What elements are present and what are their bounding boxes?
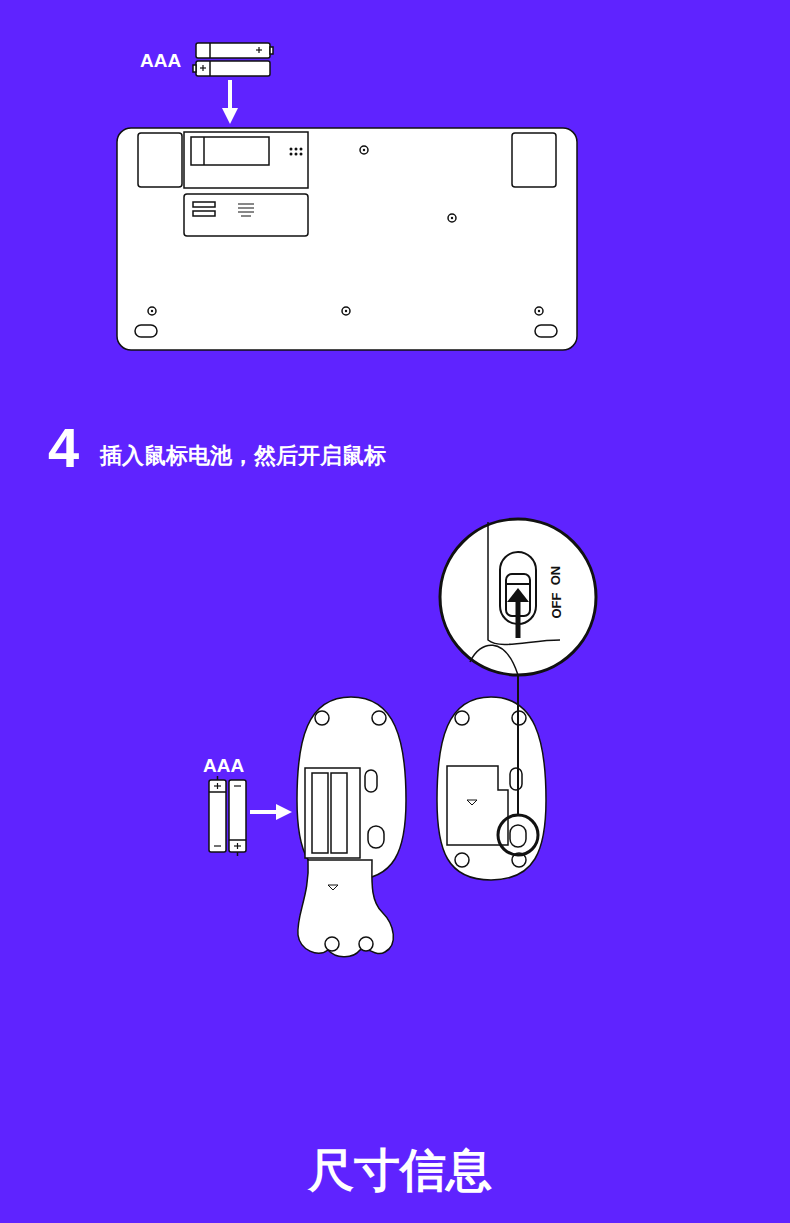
keyboard-batteries (193, 43, 273, 76)
step-instruction: 插入鼠标电池，然后开启鼠标 (100, 445, 386, 467)
zoom-leader (517, 675, 519, 815)
battery-type: AAA (140, 51, 181, 70)
insert-arrow (250, 810, 284, 814)
mouse-batteries (209, 776, 246, 856)
mouse-open (297, 697, 406, 957)
mouse-closed (437, 697, 546, 880)
insert-arrow (228, 80, 232, 116)
switch-label: ON (550, 565, 563, 585)
step-number: 4 (48, 420, 79, 476)
switch-zoom (440, 519, 596, 675)
section-heading: 尺寸信息 (308, 1147, 492, 1193)
polarity-marks (200, 47, 262, 71)
battery-type: AAA (203, 756, 244, 775)
switch-label: OFF (550, 592, 563, 618)
keyboard-underside (117, 128, 577, 350)
